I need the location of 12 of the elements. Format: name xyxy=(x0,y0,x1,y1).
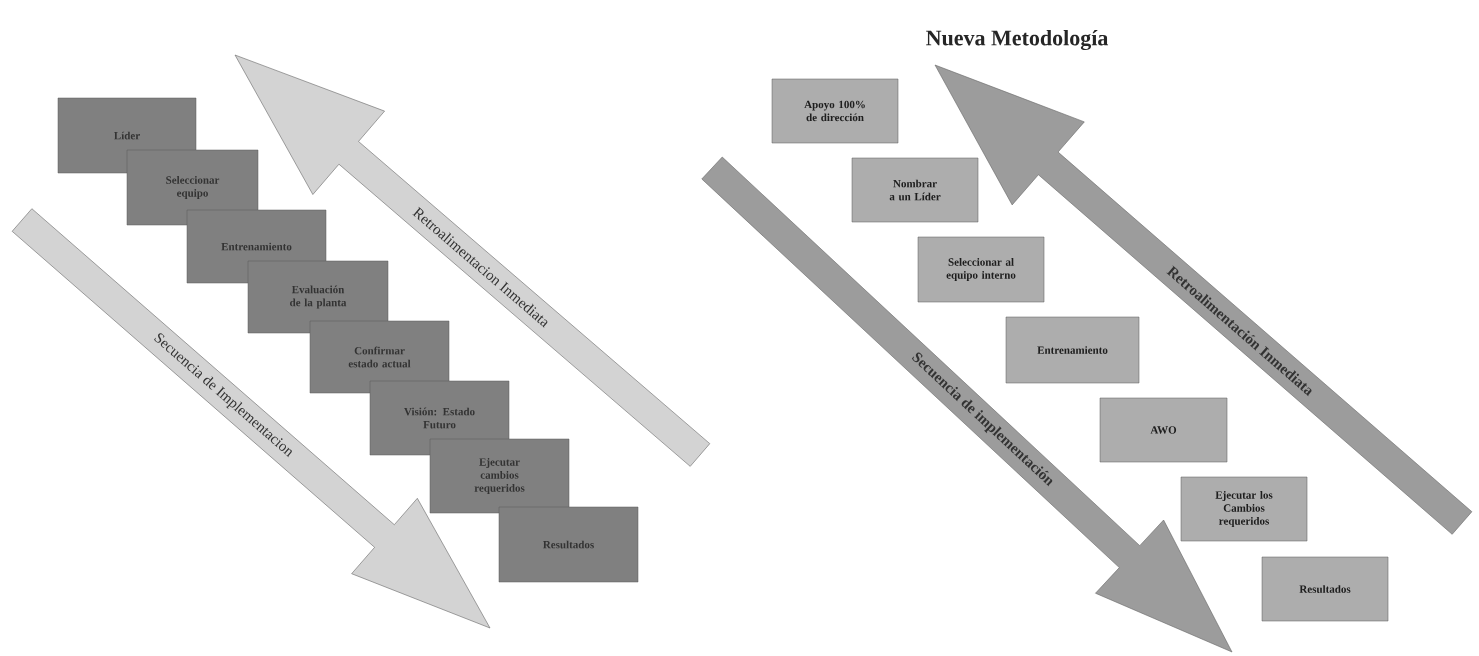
process-box: AWO xyxy=(1099,397,1228,463)
process-box: Evaluación de la planta xyxy=(247,260,389,334)
process-box: Entrenamiento xyxy=(1005,316,1140,384)
process-box: Apoyo 100% de dirección xyxy=(771,78,899,144)
process-box: Ejecutar cambios requeridos xyxy=(429,438,570,514)
process-box: Resultados xyxy=(498,506,639,583)
heading: Nueva Metodología xyxy=(926,29,1109,51)
process-box: Nombrar a un Líder xyxy=(851,157,979,223)
process-box: Resultados xyxy=(1261,556,1389,622)
process-box: Ejecutar los Cambios requeridos xyxy=(1180,476,1308,542)
process-box: Seleccionar al equipo interno xyxy=(917,236,1045,303)
process-box: Confirmar estado actual xyxy=(309,320,450,394)
